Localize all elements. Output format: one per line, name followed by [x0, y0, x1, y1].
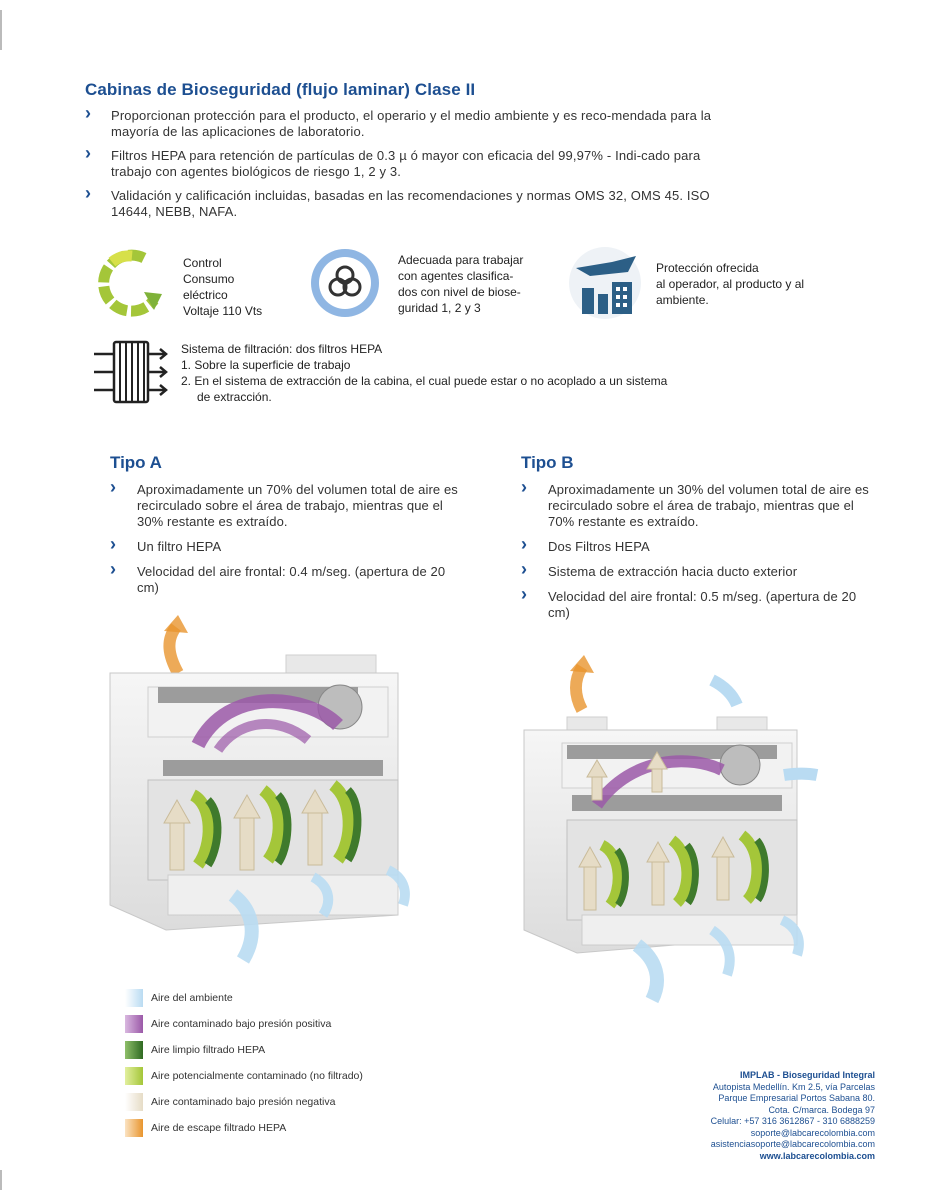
feature-filter-text: Sistema de filtración: dos filtros HEPA …: [181, 341, 667, 405]
page-edge-top: [0, 10, 2, 50]
legend-item: Aire potencialmente contaminado (no filt…: [125, 1063, 363, 1089]
legend-swatch: [125, 1067, 143, 1085]
feature-line: Consumo: [183, 272, 235, 286]
feature-line: eléctrico: [183, 288, 228, 302]
legend-label: Aire del ambiente: [151, 992, 233, 1004]
legend-label: Aire de escape filtrado HEPA: [151, 1122, 287, 1134]
recycle-arrow-icon: [98, 249, 162, 317]
contact-line: Autopista Medellín. Km 2.5, vía Parcelas: [712, 1081, 875, 1092]
feature-line: de extracción.: [197, 390, 272, 404]
contact-line: Parque Empresarial Portos Sabana 80.: [718, 1093, 875, 1103]
legend-swatch: [125, 1015, 143, 1033]
page-title: Cabinas de Bioseguridad (flujo laminar) …: [85, 80, 476, 99]
feature-line: Protección ofrecida: [656, 261, 759, 275]
legend-item: Aire contaminado bajo presión negativa: [125, 1089, 363, 1115]
feature-line: Sistema de filtración: dos filtros HEPA: [181, 342, 383, 356]
cabinet-a-illustration: [109, 615, 410, 964]
company-name: IMPLAB - Bioseguridad Integral: [739, 1070, 875, 1080]
feature-protection-text: Protección ofrecida al operador, al prod…: [656, 260, 804, 308]
filter-arrows-icon: [94, 340, 168, 404]
tipo-b-item: Dos Filtros HEPA: [521, 536, 876, 555]
legend-item: Aire de escape filtrado HEPA: [125, 1115, 363, 1141]
feature-line: Voltaje 110 Vts: [183, 304, 263, 318]
bullet-item: Filtros HEPA para retención de partícula…: [85, 145, 725, 180]
contact-line: Celular: +57 316 3612867 - 310 6888259: [710, 1116, 875, 1126]
tipo-b-item: Velocidad del aire frontal: 0.5 m/seg. (…: [521, 586, 876, 621]
legend-item: Aire del ambiente: [125, 985, 363, 1011]
hand-factory-icon: [569, 247, 641, 319]
legend-swatch: [125, 989, 143, 1007]
feature-line: al operador, al producto y al: [656, 277, 805, 291]
legend-item: Aire limpio filtrado HEPA: [125, 1037, 363, 1063]
legend-item: Aire contaminado bajo presión positiva: [125, 1011, 363, 1037]
legend-label: Aire contaminado bajo presión negativa: [151, 1096, 336, 1108]
contact-line: Cota. C/marca. Bodega 97: [768, 1104, 875, 1115]
header-bullets: Proporcionan protección para el producto…: [85, 105, 725, 228]
feature-line: con agentes clasifica-: [398, 269, 514, 283]
tipo-b-list: Aproximadamente un 30% del volumen total…: [521, 479, 876, 630]
cabinet-b-illustration: [523, 655, 819, 1004]
feature-line: guridad 1, 2 y 3: [398, 301, 481, 315]
tipo-b-item: Aproximadamente un 30% del volumen total…: [521, 479, 876, 530]
contact-block: IMPLAB - Bioseguridad Integral Autopista…: [640, 1070, 875, 1162]
tipo-a-item: Un filtro HEPA: [110, 536, 465, 555]
tipo-b-item: Sistema de extracción hacia ducto exteri…: [521, 561, 876, 580]
biohazard-icon: [311, 249, 379, 317]
contact-email[interactable]: asistenciasoporte@labcarecolombia.com: [710, 1139, 875, 1149]
legend-label: Aire potencialmente contaminado (no filt…: [151, 1070, 363, 1082]
bullet-item: Validación y calificación incluidas, bas…: [85, 185, 725, 220]
feature-line: dos con nivel de biose-: [398, 285, 521, 299]
feature-line: Adecuada para trabajar: [398, 253, 524, 267]
legend: Aire del ambiente Aire contaminado bajo …: [125, 985, 363, 1141]
feature-bio-text: Adecuada para trabajar con agentes clasi…: [398, 252, 523, 316]
tipo-a-item: Velocidad del aire frontal: 0.4 m/seg. (…: [110, 561, 465, 596]
legend-label: Aire limpio filtrado HEPA: [151, 1044, 266, 1056]
page-edge-bottom: [0, 1170, 2, 1190]
website-link[interactable]: www.labcarecolombia.com: [759, 1150, 875, 1161]
tipo-a-item: Aproximadamente un 70% del volumen total…: [110, 479, 465, 530]
legend-swatch: [125, 1093, 143, 1111]
legend-label: Aire contaminado bajo presión positiva: [151, 1018, 332, 1030]
feature-line: ambiente.: [656, 293, 709, 307]
tipo-a-title: Tipo A: [110, 453, 162, 472]
tipo-a-list: Aproximadamente un 70% del volumen total…: [110, 479, 465, 605]
legend-swatch: [125, 1119, 143, 1137]
feature-line: 2. En el sistema de extracción de la cab…: [181, 374, 668, 388]
feature-power-text: Control Consumo eléctrico Voltaje 110 Vt…: [183, 255, 262, 319]
contact-email[interactable]: soporte@labcarecolombia.com: [750, 1127, 875, 1138]
tipo-b-title: Tipo B: [521, 453, 574, 472]
feature-line: Control: [183, 256, 222, 270]
feature-line: 1. Sobre la superficie de trabajo: [181, 358, 351, 372]
bullet-item: Proporcionan protección para el producto…: [85, 105, 725, 140]
legend-swatch: [125, 1041, 143, 1059]
